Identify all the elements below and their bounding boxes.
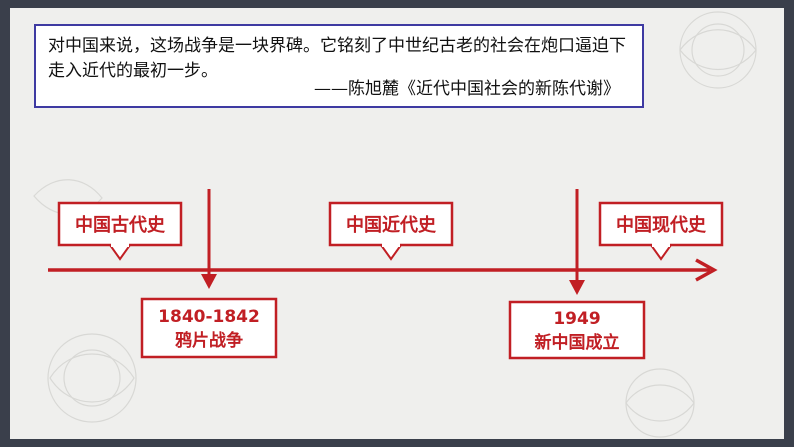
event-title-new-china: 新中国成立 <box>535 332 620 353</box>
period-callout-contemporary: 中国现代史 <box>598 201 724 261</box>
quote-source: ——陈旭麓《近代中国社会的新陈代谢》 <box>314 79 620 99</box>
event-new-china: 1949 新中国成立 <box>508 300 646 360</box>
period-label-contemporary: 中国现代史 <box>616 214 707 236</box>
timeline-diagram: 中国古代史 中国近代史 中国现代史 1840-1842 鸦片战争 <box>48 189 724 360</box>
marker-1840 <box>201 189 217 289</box>
quote-box: 对中国来说，这场战争是一块界碑。它铭刻了中世纪古老的社会在炮口逼迫下走入近代的最… <box>34 24 644 108</box>
event-year-new-china: 1949 <box>553 309 600 329</box>
event-opium-war: 1840-1842 鸦片战争 <box>140 297 278 359</box>
event-year-opium-war: 1840-1842 <box>158 307 260 327</box>
event-title-opium-war: 鸦片战争 <box>175 330 243 351</box>
period-label-modern: 中国近代史 <box>346 214 437 236</box>
timeline-axis-arrowhead <box>695 258 718 282</box>
period-callout-ancient: 中国古代史 <box>57 201 183 261</box>
period-label-ancient: 中国古代史 <box>75 214 166 236</box>
slide-frame: 对中国来说，这场战争是一块界碑。它铭刻了中世纪古老的社会在炮口逼迫下走入近代的最… <box>10 8 784 439</box>
marker-1949 <box>569 189 585 295</box>
quote-text: 对中国来说，这场战争是一块界碑。它铭刻了中世纪古老的社会在炮口逼迫下走入近代的最… <box>48 36 626 81</box>
period-callout-modern: 中国近代史 <box>328 201 454 261</box>
